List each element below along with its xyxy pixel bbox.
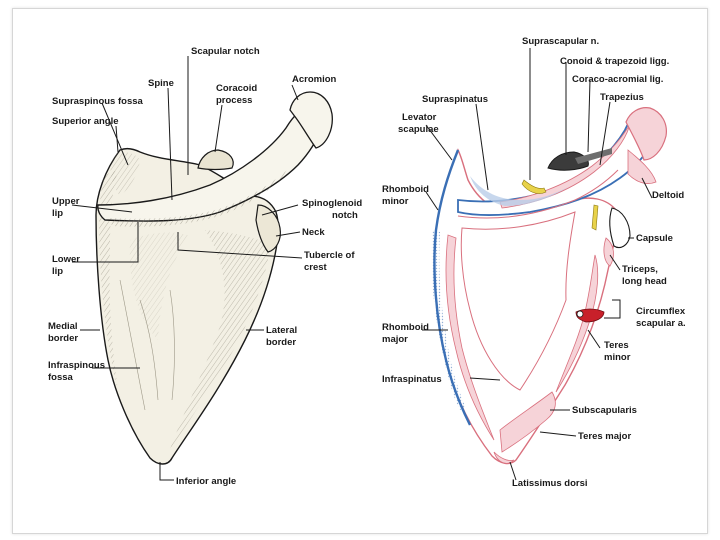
label-infraspinous-2: fossa (48, 372, 74, 383)
label-spinoglenoid-1: Spinoglenoid (302, 198, 362, 209)
label-coracoid-2: process (216, 95, 252, 106)
label-rhomboid-minor-2: minor (382, 196, 409, 207)
label-coraco-acromial: Coraco-acromial lig. (572, 74, 663, 85)
label-infraspinatus: Infraspinatus (382, 374, 442, 385)
label-upper-lip-1: Upper (52, 196, 80, 207)
label-medial-border-1: Medial (48, 321, 78, 332)
label-conoid-trapezoid: Conoid & trapezoid ligg. (560, 56, 669, 67)
label-lower-lip-2: lip (52, 266, 63, 277)
label-coracoid-1: Coracoid (216, 83, 257, 94)
label-supraspinatus: Supraspinatus (422, 94, 488, 105)
label-latissimus-dorsi: Latissimus dorsi (512, 478, 588, 489)
label-inferior-angle: Inferior angle (176, 476, 236, 487)
label-teres-minor-1: Teres (604, 340, 629, 351)
label-levator-2: scapulae (398, 124, 439, 135)
label-upper-lip-2: lip (52, 208, 63, 219)
label-rhomboid-major-2: major (382, 334, 408, 345)
label-spine: Spine (148, 78, 174, 89)
label-rhomboid-major-1: Rhomboid (382, 322, 429, 333)
label-infraspinous-1: Infraspinous (48, 360, 105, 371)
capsule (610, 208, 630, 248)
artery-lumen (577, 311, 583, 317)
label-circumflex-2: scapular a. (636, 318, 686, 329)
label-supraspinous-fossa: Supraspinous fossa (52, 96, 144, 107)
label-scapular-notch: Scapular notch (191, 46, 260, 57)
coracoid-process (198, 150, 233, 170)
label-superior-angle: Superior angle (52, 116, 119, 127)
label-spinoglenoid-2: notch (332, 210, 358, 221)
label-lower-lip-1: Lower (52, 254, 80, 265)
label-lateral-border-1: Lateral (266, 325, 297, 336)
label-triceps-2: long head (622, 276, 667, 287)
label-trapezius: Trapezius (600, 92, 644, 103)
label-subscapularis: Subscapularis (572, 405, 637, 416)
label-levator-1: Levator (402, 112, 437, 123)
label-capsule: Capsule (636, 233, 673, 244)
label-deltoid: Deltoid (652, 190, 684, 201)
label-lateral-border-2: border (266, 337, 296, 348)
left-scapula-drawing (96, 92, 332, 464)
label-teres-major: Teres major (578, 431, 631, 442)
label-teres-minor-2: minor (604, 352, 631, 363)
label-neck: Neck (302, 227, 325, 238)
label-circumflex-1: Circumflex (636, 306, 686, 317)
label-tubercle-2: crest (304, 262, 328, 273)
suprascapular-nerve (522, 180, 546, 194)
label-triceps-1: Triceps, (622, 264, 658, 275)
label-acromion: Acromion (292, 74, 337, 85)
label-medial-border-2: border (48, 333, 78, 344)
label-suprascapular-n: Suprascapular n. (522, 36, 599, 47)
label-rhomboid-minor-1: Rhomboid (382, 184, 429, 195)
label-tubercle-1: Tubercle of (304, 250, 355, 261)
